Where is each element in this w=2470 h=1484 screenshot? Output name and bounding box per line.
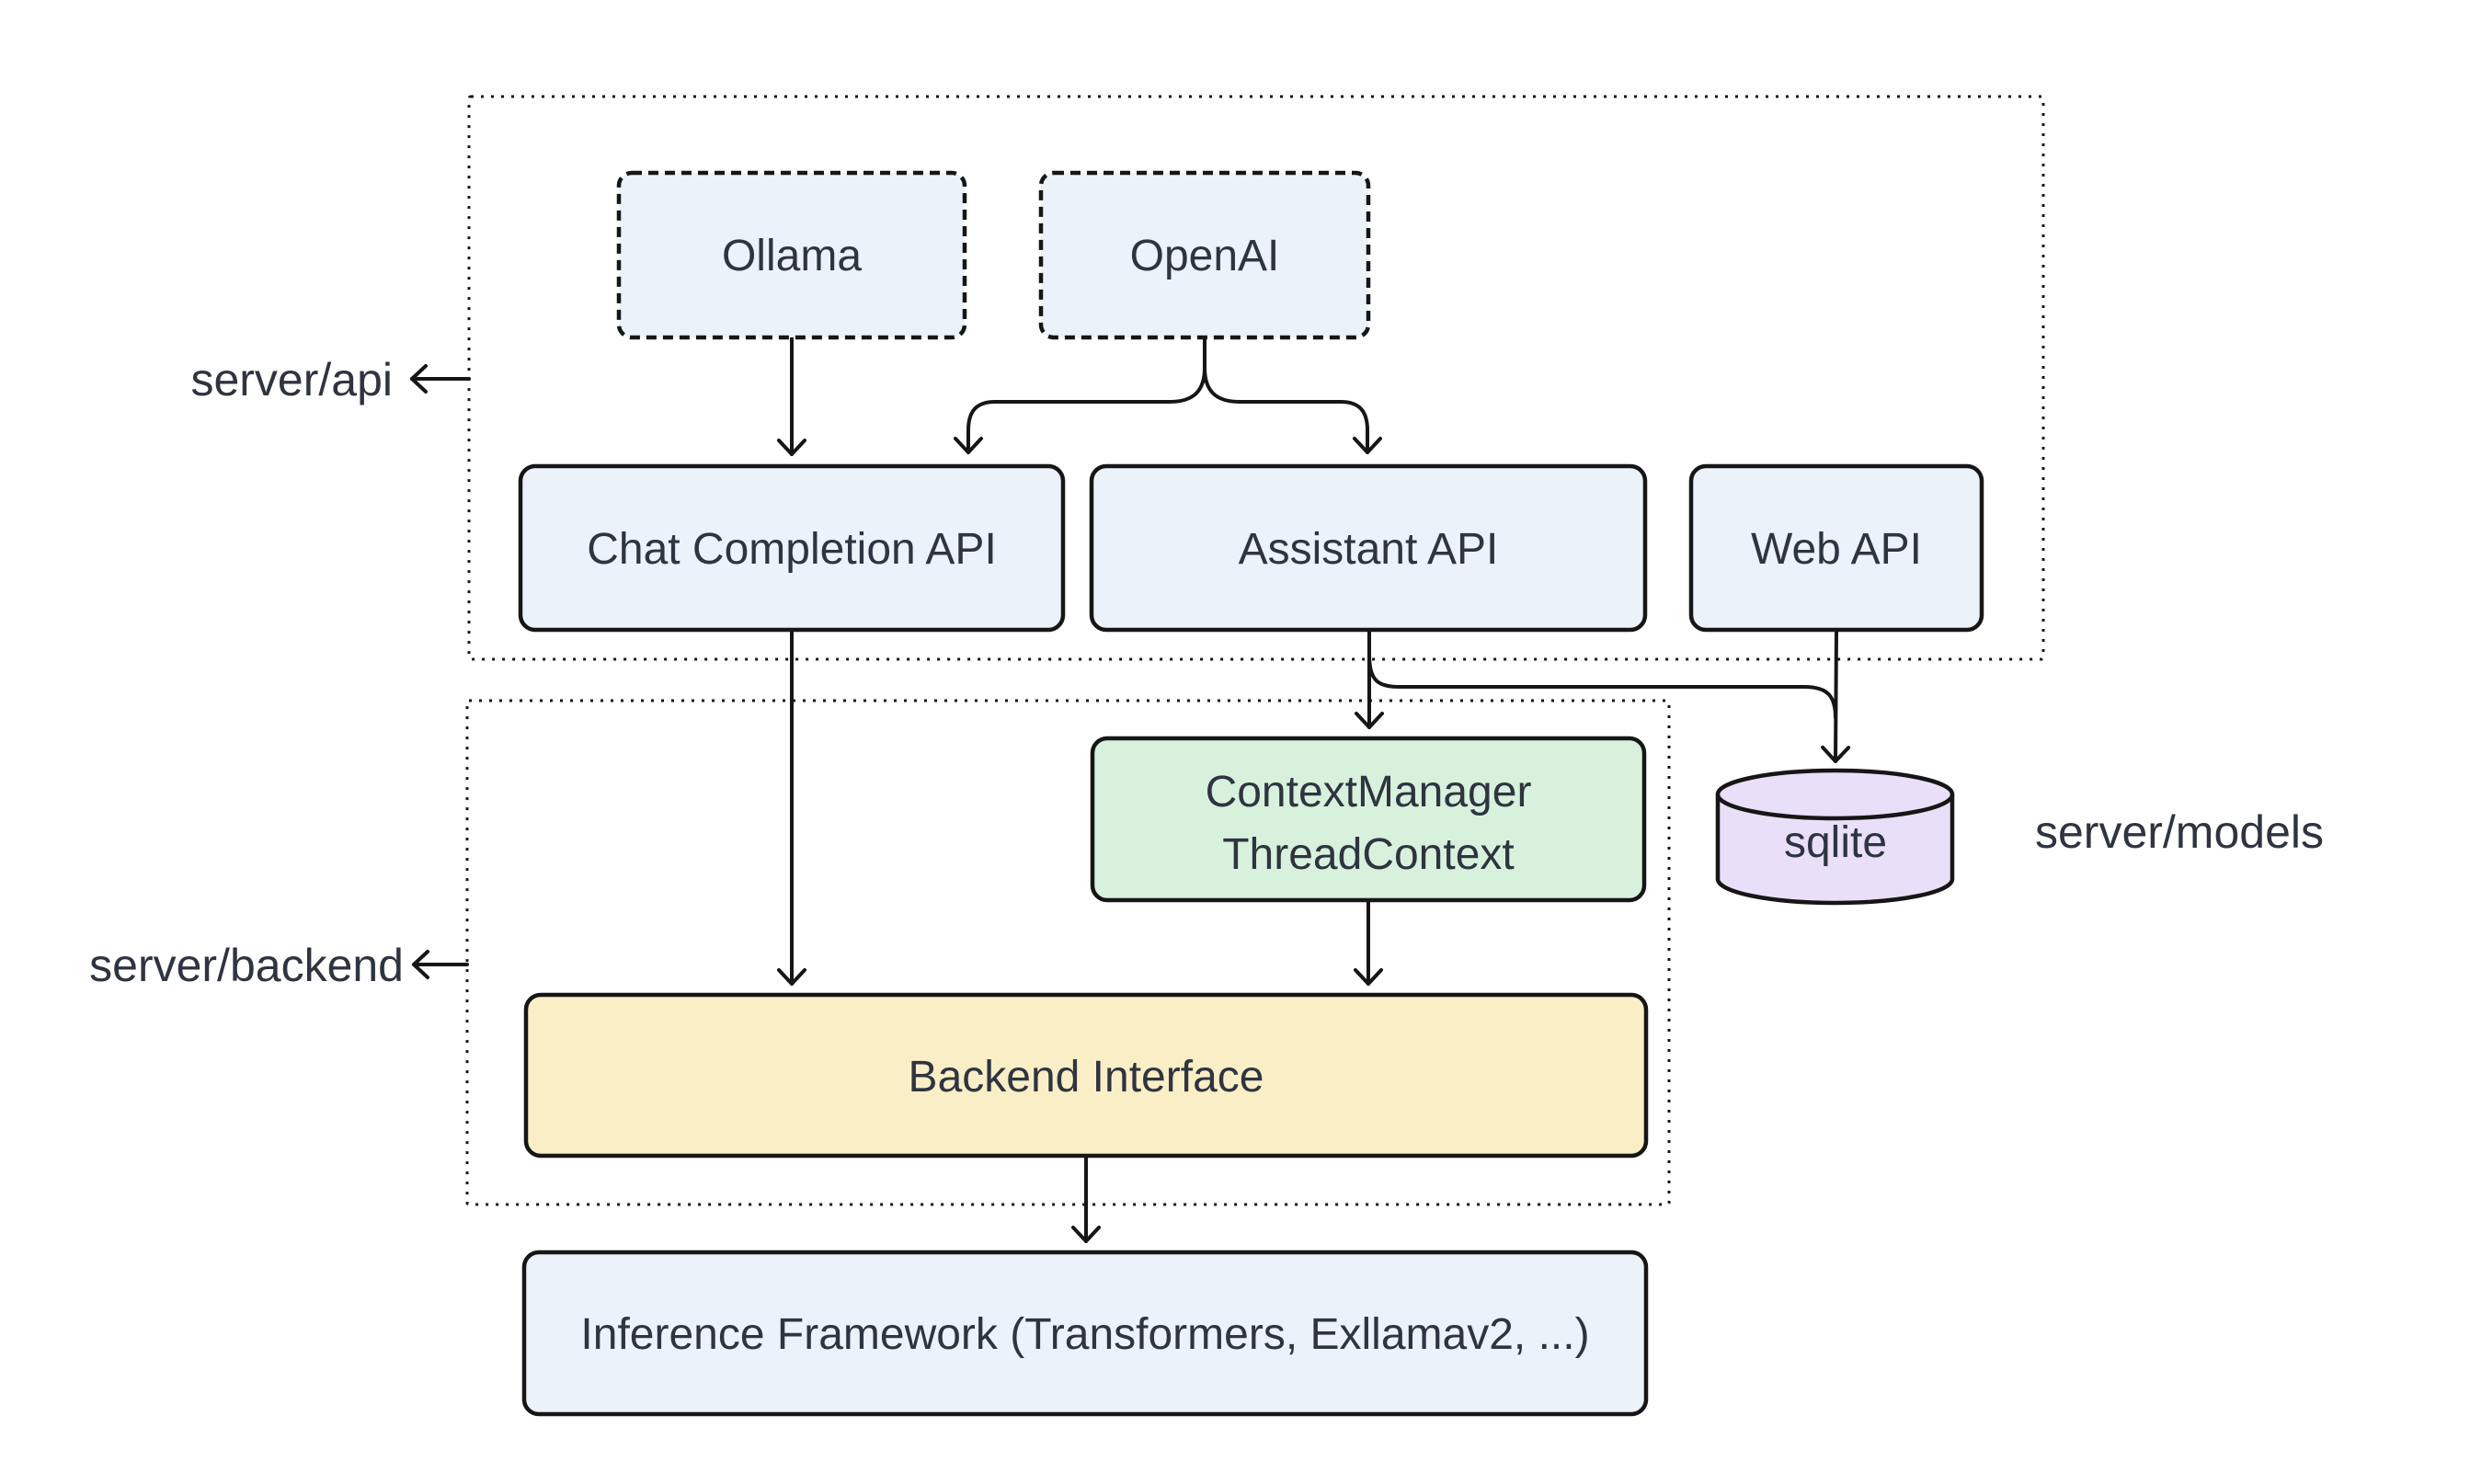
- ollama-label: Ollama: [722, 232, 862, 280]
- database-icon: [1715, 768, 1955, 906]
- node-backend-interface: [523, 992, 1649, 1159]
- edge-web-sqlite: [1821, 628, 1851, 763]
- group-server-backend: [465, 699, 1671, 1206]
- labels: Ollama OpenAI Chat Completion API Assist…: [89, 232, 2324, 1359]
- edge-openai-assistant: [1203, 366, 1382, 454]
- node-assistant-api: [1089, 463, 1648, 633]
- database-top-ellipse: [1715, 793, 1955, 821]
- chat-completion-api-label: Chat Completion API: [587, 525, 997, 574]
- backend-interface-label: Backend Interface: [909, 1053, 1264, 1102]
- openai-label: OpenAI: [1130, 232, 1280, 280]
- context-manager-label-line2: ThreadContext: [1222, 830, 1515, 879]
- inference-framework-label: Inference Framework (Transformers, Exlla…: [580, 1310, 1589, 1359]
- label-server-api: server/api: [190, 354, 393, 405]
- edges: [410, 336, 1851, 1243]
- node-chat-completion-api: [518, 463, 1066, 633]
- edge-assistant-sqlite: [1367, 653, 1837, 719]
- sqlite-label: sqlite: [1784, 818, 1887, 867]
- node-context-manager: [1090, 736, 1647, 903]
- nodes: [518, 170, 1984, 1417]
- label-server-models: server/models: [2035, 806, 2324, 858]
- web-api-label: Web API: [1751, 525, 1922, 574]
- context-manager-label-line1: ContextManager: [1206, 768, 1532, 816]
- sqlite-cylinder: [1715, 768, 1955, 906]
- node-openai: [1038, 170, 1371, 340]
- label-server-backend: server/backend: [89, 940, 404, 991]
- node-web-api: [1688, 463, 1984, 633]
- assistant-api-label: Assistant API: [1239, 525, 1499, 574]
- edge-openai-chat: [954, 366, 1206, 454]
- node-inference-framework: [521, 1250, 1649, 1417]
- node-ollama: [616, 170, 967, 340]
